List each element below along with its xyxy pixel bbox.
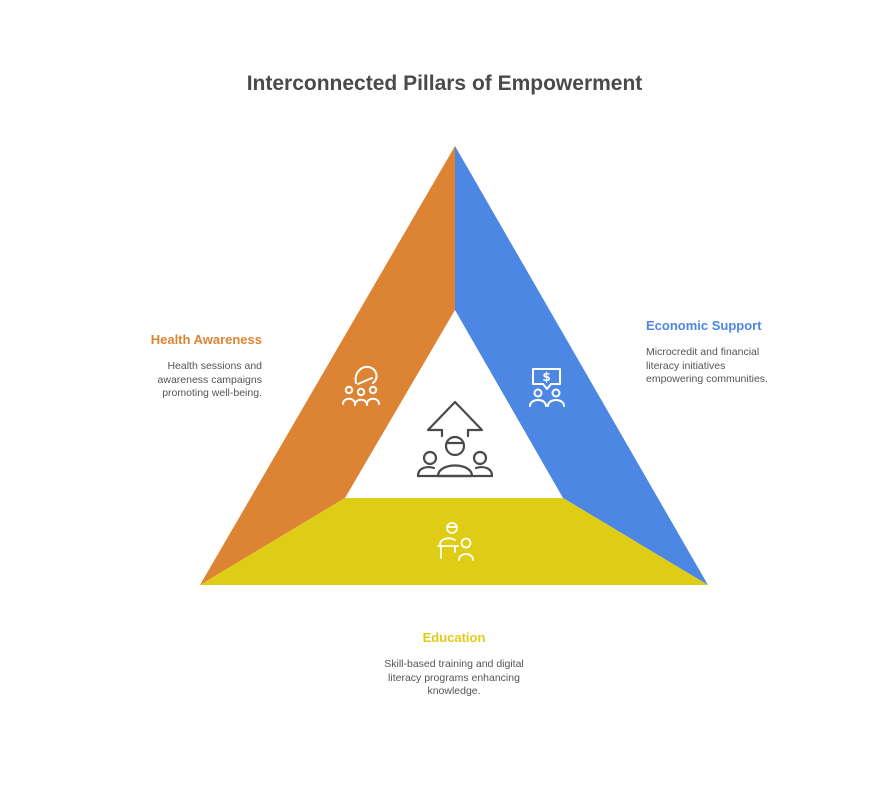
financial-support-icon: $ <box>529 368 565 407</box>
health-awareness-description: Health sessions and awareness campaigns … <box>157 360 262 399</box>
economic-support-title: Economic Support <box>646 318 762 333</box>
education-pillar-segment <box>200 498 708 585</box>
education-description: Skill-based training and digital literac… <box>384 658 524 697</box>
economic-pillar-segment <box>455 146 708 585</box>
health-awareness-title: Health Awareness <box>150 332 262 347</box>
education-title: Education <box>422 630 486 645</box>
teacher-student-icon <box>437 522 474 561</box>
community-growth-icon <box>416 400 494 478</box>
community-health-icon <box>342 365 380 406</box>
diagram-title: Interconnected Pillars of Empowerment <box>246 72 643 95</box>
svg-text:$: $ <box>542 370 550 384</box>
health-pillar-segment <box>200 146 455 585</box>
economic-support-description: Microcredit and financial literacy initi… <box>646 346 768 385</box>
